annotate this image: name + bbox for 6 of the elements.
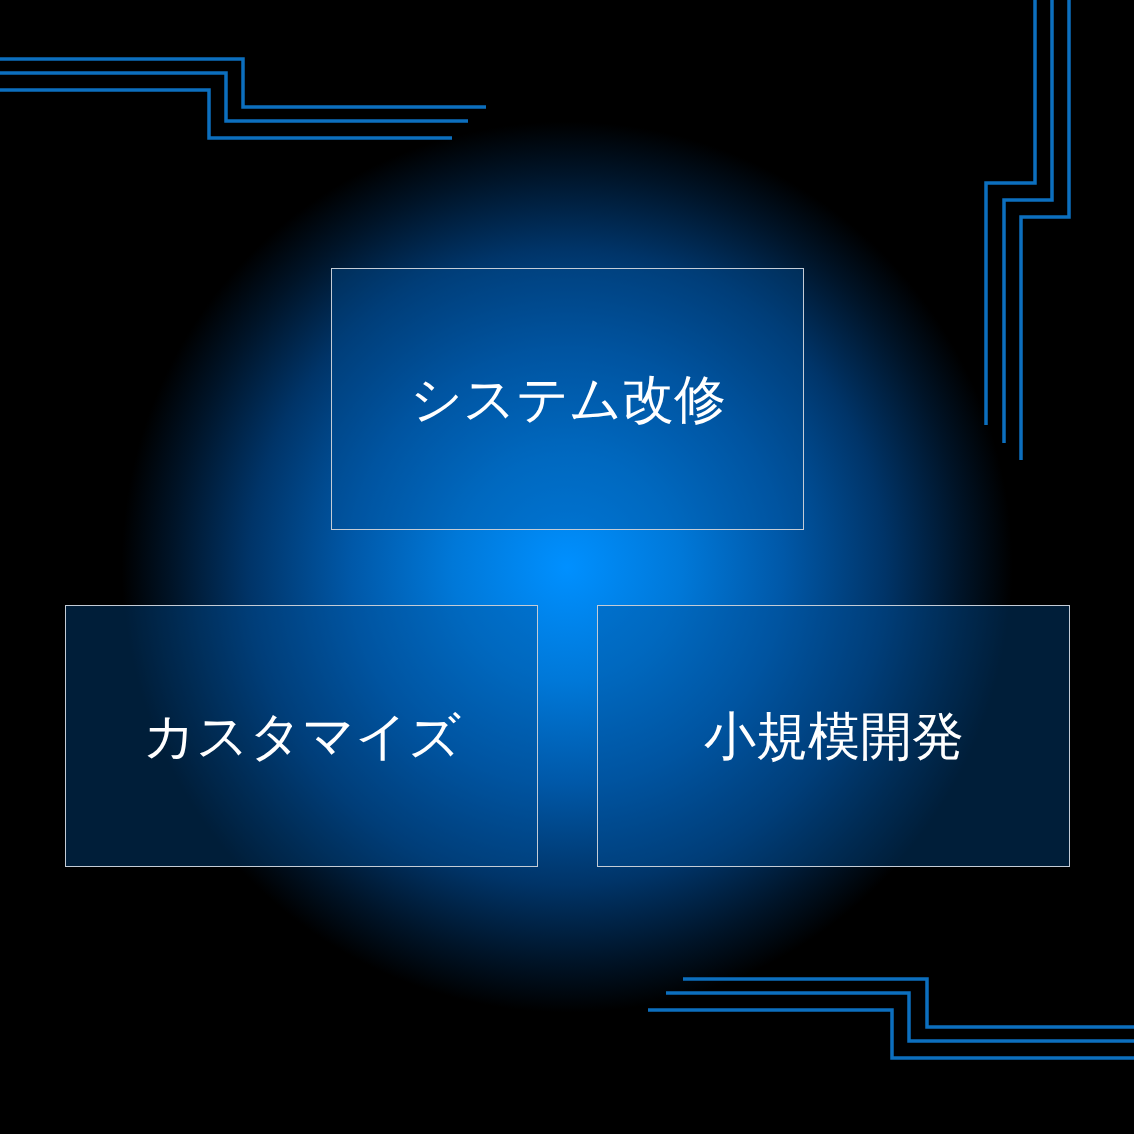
category-panel — [331, 268, 804, 530]
category-panel — [65, 605, 538, 867]
panel-title: システム改修 — [409, 367, 726, 431]
category-panel — [597, 605, 1070, 867]
panel-title: 小規模開発 — [703, 704, 964, 768]
panel-title: カスタマイズ — [142, 704, 461, 768]
